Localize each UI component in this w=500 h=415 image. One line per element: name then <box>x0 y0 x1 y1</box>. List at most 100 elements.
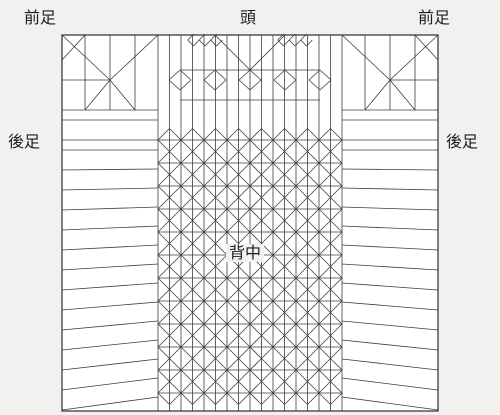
diamond-crease <box>330 254 343 267</box>
diamond-crease <box>169 151 182 164</box>
diamond-crease <box>295 254 308 267</box>
diamond-crease <box>226 346 239 359</box>
head-crease <box>179 79 192 91</box>
diamond-crease <box>238 335 251 348</box>
diamond-crease <box>203 197 216 210</box>
diamond-crease <box>272 197 285 210</box>
front-leg-crease <box>414 34 439 61</box>
diamond-crease <box>215 220 228 233</box>
side-fan-crease <box>341 358 439 371</box>
diamond-crease <box>180 335 193 348</box>
diamond-crease <box>318 151 331 164</box>
side-fan-crease <box>341 396 439 411</box>
diamond-crease <box>238 220 251 233</box>
diamond-crease <box>215 346 228 359</box>
diamond-crease <box>307 162 320 175</box>
diamond-crease <box>307 197 320 210</box>
diamond-crease <box>169 185 182 198</box>
diamond-crease <box>169 277 182 290</box>
diamond-crease <box>330 289 343 302</box>
diamond-crease <box>192 185 205 198</box>
diamond-crease <box>238 231 251 244</box>
diamond-crease <box>330 139 343 152</box>
diamond-crease <box>203 174 216 187</box>
side-fan-crease <box>61 396 159 411</box>
diamond-crease <box>330 312 343 325</box>
diamond-crease <box>307 139 320 152</box>
side-fan-crease <box>341 206 439 211</box>
diamond-crease <box>284 174 297 187</box>
diamond-crease <box>157 381 170 394</box>
diamond-crease <box>284 243 297 256</box>
diamond-crease <box>180 381 193 394</box>
diamond-crease <box>169 381 182 394</box>
diamond-crease <box>226 231 239 244</box>
diamond-crease <box>261 162 274 175</box>
diamond-crease <box>169 312 182 325</box>
diamond-crease <box>318 323 331 336</box>
diamond-crease <box>318 231 331 244</box>
diamond-crease <box>284 381 297 394</box>
diamond-crease <box>238 128 251 141</box>
head-crease <box>214 69 227 81</box>
diamond-crease <box>226 128 239 141</box>
diamond-crease <box>180 277 193 290</box>
head-crease <box>249 34 286 71</box>
head-crease <box>249 79 262 91</box>
diamond-crease <box>307 323 320 336</box>
diamond-crease <box>295 369 308 382</box>
side-fan-crease <box>61 225 159 231</box>
diamond-crease <box>318 381 331 394</box>
diamond-crease <box>249 335 262 348</box>
diamond-crease <box>295 358 308 371</box>
head-crease <box>179 69 192 81</box>
diamond-crease <box>330 220 343 233</box>
head-crease <box>198 33 206 41</box>
front-leg-crease <box>364 79 391 111</box>
diamond-crease <box>330 208 343 221</box>
head-crease <box>210 39 217 47</box>
diamond-crease <box>330 369 343 382</box>
diamond-crease <box>157 231 170 244</box>
diamond-crease <box>272 185 285 198</box>
diamond-crease <box>295 323 308 336</box>
diamond-crease <box>169 369 182 382</box>
diamond-crease <box>192 208 205 221</box>
diamond-crease <box>295 312 308 325</box>
head-crease <box>273 79 286 91</box>
diamond-crease <box>169 208 182 221</box>
diamond-crease <box>180 128 193 141</box>
diamond-crease <box>272 312 285 325</box>
diamond-crease <box>284 300 297 313</box>
diamond-crease <box>249 220 262 233</box>
diamond-crease <box>226 312 239 325</box>
diamond-crease <box>203 208 216 221</box>
front-leg-crease <box>389 79 416 111</box>
diamond-crease <box>307 185 320 198</box>
head-crease <box>203 69 216 81</box>
diamond-crease <box>203 392 216 405</box>
diamond-crease <box>215 381 228 394</box>
diamond-crease <box>203 185 216 198</box>
diamond-crease <box>226 323 239 336</box>
diamond-crease <box>272 392 285 405</box>
diamond-crease <box>284 323 297 336</box>
head-crease <box>319 79 332 91</box>
diamond-crease <box>249 277 262 290</box>
side-fan-crease <box>341 282 439 291</box>
diamond-crease <box>272 266 285 279</box>
diamond-crease <box>318 208 331 221</box>
diamond-crease <box>192 312 205 325</box>
diamond-crease <box>157 392 170 405</box>
side-fan-crease <box>61 358 159 371</box>
diamond-crease <box>307 254 320 267</box>
diamond-crease <box>215 174 228 187</box>
side-fan-crease <box>341 263 439 271</box>
diamond-crease <box>215 185 228 198</box>
diamond-crease <box>318 254 331 267</box>
diamond-crease <box>249 369 262 382</box>
side-fan-crease <box>341 168 439 171</box>
diamond-crease <box>284 139 297 152</box>
diamond-crease <box>307 369 320 382</box>
diamond-crease <box>249 197 262 210</box>
